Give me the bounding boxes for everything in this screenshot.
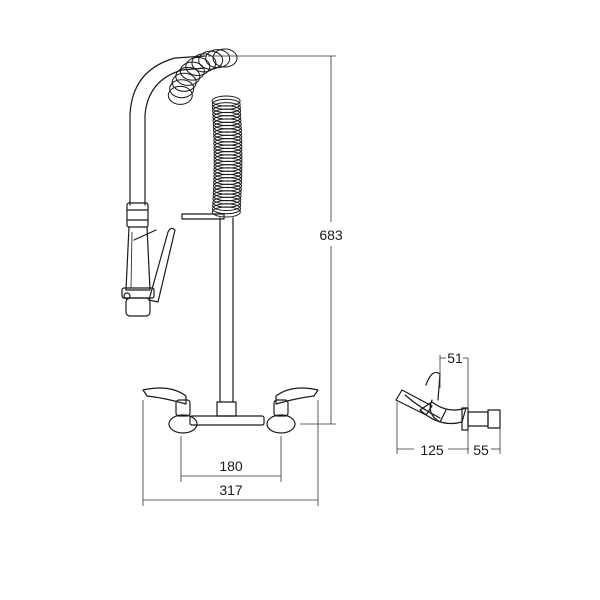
dimension-height-label: 683 <box>319 227 343 243</box>
left-lever-handle <box>142 387 187 405</box>
coil-turn <box>212 48 238 68</box>
dimension-centres-label: 180 <box>219 458 243 474</box>
coil-turn <box>167 85 193 105</box>
right-lever-handle <box>275 387 319 405</box>
coil-turn <box>169 79 195 99</box>
trigger-lever <box>148 227 176 303</box>
dimension-spout-label: 51 <box>447 350 463 366</box>
spray-head <box>121 202 157 317</box>
coil-turn <box>171 72 197 92</box>
dimension-centres <box>180 436 282 482</box>
side-view-tap <box>395 371 501 431</box>
dimension-wall-label: 55 <box>473 442 489 458</box>
hose-gooseneck <box>129 55 206 206</box>
dimension-overall-width-label: 317 <box>219 482 243 498</box>
coil-turn <box>211 206 241 218</box>
coil-turn <box>179 61 205 81</box>
dimension-overall-width <box>142 400 319 506</box>
coil-spring <box>167 48 243 218</box>
dimension-height <box>208 55 336 425</box>
coil-turn <box>185 57 211 76</box>
riser-pipe <box>216 217 237 417</box>
dimension-depth <box>396 402 501 454</box>
coil-turn <box>198 50 224 70</box>
coil-turn <box>212 200 242 211</box>
tap-body <box>168 399 296 434</box>
coil-turn <box>212 203 241 215</box>
dimension-depth-label: 125 <box>420 442 444 458</box>
hose-hook <box>181 213 225 220</box>
dimension-spout <box>439 355 469 408</box>
